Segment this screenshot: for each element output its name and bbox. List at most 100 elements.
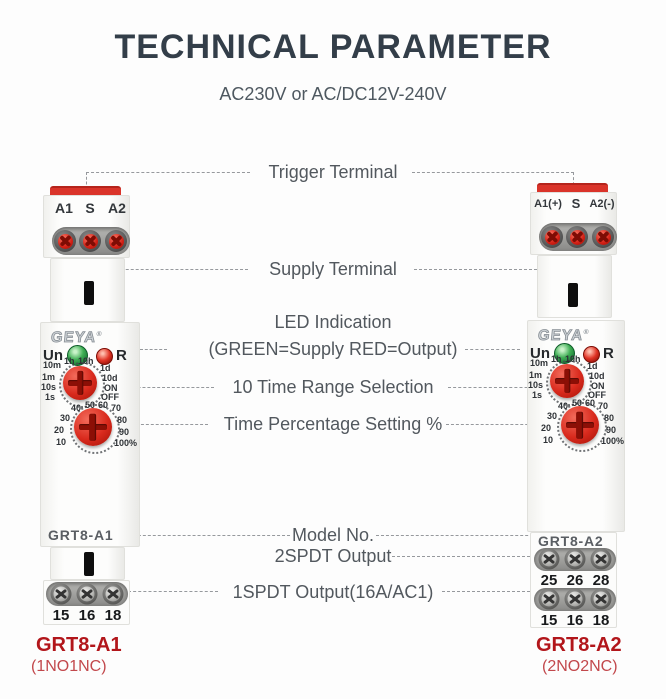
- dial-tick-label: 40: [71, 403, 82, 413]
- device-caption-type: (2NO2NC): [542, 658, 618, 675]
- dash-line: [128, 591, 218, 592]
- bottom-terminal-block: 15 16 18: [43, 580, 130, 625]
- annotation-time-range: 10 Time Range Selection: [232, 377, 434, 397]
- dial-tick-label: 10m: [43, 360, 62, 370]
- relay-device-grt8-a2: A1(+) S A2(-) GEYA® Un R 1h 10h 10m 1m 1…: [527, 183, 627, 629]
- dial-tick-label: 30: [60, 413, 71, 423]
- dial-tick-label: 1h: [551, 354, 562, 364]
- dial-tick-label: 10s: [41, 382, 57, 392]
- relay-device-grt8-a1: A1 S A2 GEYA® Un R 1h 10h 10m 1m 10s: [40, 183, 140, 625]
- model-number: GRT8-A1: [48, 527, 114, 543]
- upper-body-section: [50, 258, 125, 322]
- device-face: GEYA® Un R 1h 10h 10m 1m 10s 1s 1d 10d O…: [40, 322, 140, 547]
- dial-tick-label: 1m: [42, 372, 56, 382]
- dial-tick-label: 1d: [587, 361, 598, 371]
- page-title: TECHNICAL PARAMETER: [114, 28, 552, 66]
- device-caption-type: (1NO1NC): [31, 658, 107, 675]
- dial-tick-label: 80: [117, 415, 128, 425]
- terminal-number: 28: [592, 572, 610, 589]
- terminal-strip: [539, 223, 617, 251]
- screw-terminal-icon: [564, 548, 586, 570]
- annotation-led-colors: (GREEN=Supply RED=Output): [208, 339, 458, 359]
- device-caption-model: GRT8-A2: [536, 634, 622, 656]
- screw-terminal-icon: [76, 583, 98, 605]
- dial-tick-label: ON: [104, 383, 118, 393]
- dial-tick-label: 1m: [529, 370, 543, 380]
- dial-tick-label: OFF: [101, 392, 119, 402]
- dial-tick-label: 20: [54, 425, 65, 435]
- lower-body-section: [50, 547, 125, 580]
- screw-terminal-icon: [541, 226, 563, 248]
- brand-logo: GEYA®: [50, 329, 103, 347]
- upper-body-section: [537, 255, 612, 318]
- dash-line: [446, 424, 548, 425]
- dial-tick-label: 50: [572, 398, 583, 408]
- dial-tick-label: 80: [604, 413, 615, 423]
- top-terminal-block: A1(+) S A2(-): [530, 192, 617, 255]
- terminal-strip: [534, 548, 616, 571]
- screw-terminal-icon: [566, 226, 588, 248]
- time-range-dial: [550, 364, 584, 398]
- dial-tick-label: 10: [56, 437, 67, 447]
- dash-line: [86, 269, 248, 270]
- annotation-1spdt-output: 1SPDT Output(16A/AC1): [232, 582, 434, 602]
- dial-tick-label: 30: [547, 411, 558, 421]
- screw-terminal-icon: [564, 588, 586, 610]
- dash-line: [118, 535, 290, 536]
- dial-tick-label: 10: [543, 435, 554, 445]
- cable-slot: [84, 281, 94, 305]
- page-subtitle: AC230V or AC/DC12V-240V: [219, 84, 447, 104]
- dial-tick-label: 1h: [64, 356, 75, 366]
- screw-terminal-icon: [105, 230, 127, 252]
- time-range-dial: [63, 366, 97, 400]
- dial-tick-label: 70: [111, 403, 122, 413]
- dash-line: [442, 591, 540, 592]
- dash-line: [86, 172, 250, 173]
- terminal-strip: [52, 227, 130, 255]
- dial-tick-label: 100%: [114, 438, 138, 448]
- dial-tick-ring: [557, 402, 607, 452]
- dash-line: [448, 387, 548, 388]
- dash-line: [118, 387, 214, 388]
- model-number: GRT8-A2: [538, 533, 604, 549]
- dial-tick-label: 20: [541, 423, 552, 433]
- screw-terminal-icon: [538, 588, 560, 610]
- un-label: Un: [43, 347, 63, 364]
- bottom-terminal-block: GRT8-A2 25 26 28 15 16 18: [530, 532, 617, 629]
- un-label: Un: [530, 345, 550, 362]
- red-led-icon: [96, 348, 113, 365]
- annotation-trigger-terminal: Trigger Terminal: [268, 162, 398, 182]
- terminal-number: 18: [592, 612, 610, 629]
- annotation-led-indication: LED Indication: [274, 312, 392, 332]
- r-label: R: [603, 345, 614, 362]
- terminal-label: A1: [55, 200, 73, 216]
- dash-line: [414, 269, 572, 270]
- screw-terminal-icon: [538, 548, 560, 570]
- device-face: GEYA® Un R 1h 10h 10m 1m 10s 1s 1d 10d O…: [527, 320, 625, 532]
- screw-terminal-icon: [79, 230, 101, 252]
- screw-terminal-icon: [50, 583, 72, 605]
- cable-slot: [568, 283, 578, 307]
- screw-terminal-icon: [590, 588, 612, 610]
- terminal-label: A1(+): [534, 198, 562, 210]
- terminal-number: 25: [540, 572, 558, 589]
- dial-tick-label: 70: [598, 401, 609, 411]
- screw-terminal-icon: [54, 230, 76, 252]
- percent-dial: [561, 406, 599, 444]
- annotation-model-no: Model No.: [291, 525, 375, 545]
- dial-tick-label: 1s: [532, 390, 543, 400]
- percent-dial: [74, 408, 112, 446]
- dial-tick-label: 40: [558, 401, 569, 411]
- terminal-label: S: [571, 196, 581, 211]
- screw-terminal-icon: [592, 226, 614, 248]
- dial-tick-label: 10h: [565, 354, 581, 364]
- dial-tick-label: 90: [119, 427, 130, 437]
- terminal-strip: [46, 582, 128, 606]
- r-label: R: [116, 347, 127, 364]
- brand-logo: GEYA®: [537, 327, 590, 345]
- terminal-label: A2: [108, 200, 126, 216]
- caption-right: GRT8-A2 (2NO2NC): [536, 634, 622, 677]
- dash-line: [465, 349, 520, 350]
- dial-tick-label: OFF: [588, 390, 606, 400]
